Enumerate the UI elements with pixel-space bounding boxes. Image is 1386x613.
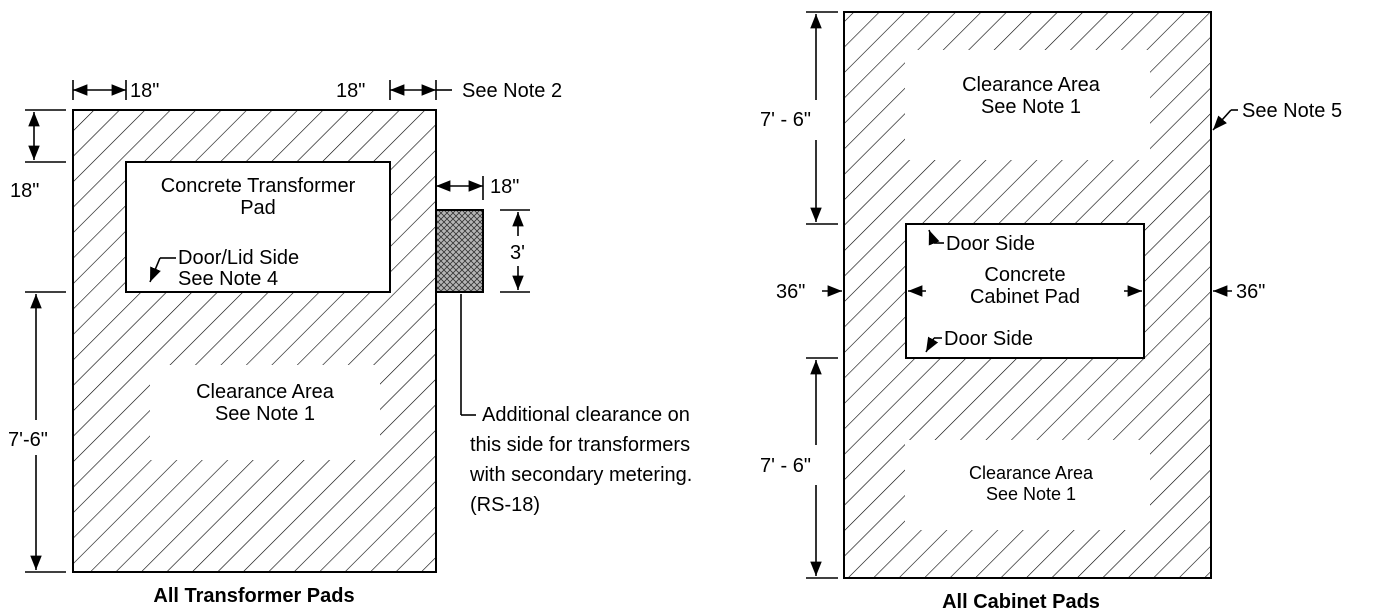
cabinet-pad-label-1: Concrete xyxy=(984,264,1065,286)
cab-dim-top: 7' - 6" xyxy=(760,109,811,131)
cabinet-title: All Cabinet Pads xyxy=(942,591,1100,613)
transformer-clearance-label-1: Clearance Area xyxy=(196,381,335,403)
door-bot-leader-arrow xyxy=(925,336,939,353)
addl-clearance-line3: with secondary metering. xyxy=(469,464,692,486)
cabinet-clearance-bot-2: See Note 1 xyxy=(986,484,1076,504)
meter-clearance-box xyxy=(435,209,484,293)
see-note-4-label: See Note 4 xyxy=(178,268,278,290)
cabinet-pad-label-2: Cabinet Pad xyxy=(970,286,1080,308)
addl-clearance-line1: Additional clearance on xyxy=(482,404,690,426)
cabinet-clearance-bot-1: Clearance Area xyxy=(969,463,1094,483)
addl-clearance-line2: this side for transformers xyxy=(470,434,690,456)
transformer-title: All Transformer Pads xyxy=(153,585,354,607)
cabinet-top-label-bg xyxy=(905,50,1150,160)
door-leader-arrow xyxy=(149,257,161,283)
cabinet-clearance-top-2: See Note 1 xyxy=(981,96,1081,118)
dim-7-6: 7'-6" xyxy=(8,429,48,451)
cab-dim-bottom: 7' - 6" xyxy=(760,455,811,477)
transformer-pad-label-2: Pad xyxy=(240,197,276,219)
transformer-concrete-pad xyxy=(125,161,391,293)
door-side-top: Door Side xyxy=(946,233,1035,255)
transformer-clearance-label-bg xyxy=(150,365,380,460)
note5-leader-arrow xyxy=(1212,109,1232,131)
door-top-leader-arrow xyxy=(928,229,940,246)
dim-top-18: 18" xyxy=(10,180,39,202)
dim-left-18: 18" xyxy=(130,80,159,102)
cab-dim-left-36: 36" xyxy=(776,281,805,303)
cabinet-bottom-label-bg xyxy=(905,440,1150,530)
see-note-5: See Note 5 xyxy=(1242,100,1342,122)
dim-meter-3ft: 3' xyxy=(510,242,525,264)
transformer-clearance-label-2: See Note 1 xyxy=(215,403,315,425)
cabinet-diagram: 7' - 6" 7' - 6" 36" 36" Concrete Cabinet… xyxy=(760,11,1342,613)
transformer-pad-label-1: Concrete Transformer xyxy=(161,175,356,197)
dim-right-18: 18" xyxy=(336,80,365,102)
transformer-diagram: 18" 18" See Note 2 18" 7'-6" Concrete Tr… xyxy=(8,80,692,607)
cabinet-clearance-top-1: Clearance Area xyxy=(962,74,1101,96)
dim-meter-18: 18" xyxy=(490,176,519,198)
door-side-bottom: Door Side xyxy=(944,328,1033,350)
door-lid-side-label: Door/Lid Side xyxy=(178,247,299,269)
cab-dim-right-36: 36" xyxy=(1236,281,1265,303)
cabinet-concrete-pad xyxy=(905,223,1145,359)
addl-clearance-line4: (RS-18) xyxy=(470,494,540,516)
see-note-2: See Note 2 xyxy=(462,80,562,102)
